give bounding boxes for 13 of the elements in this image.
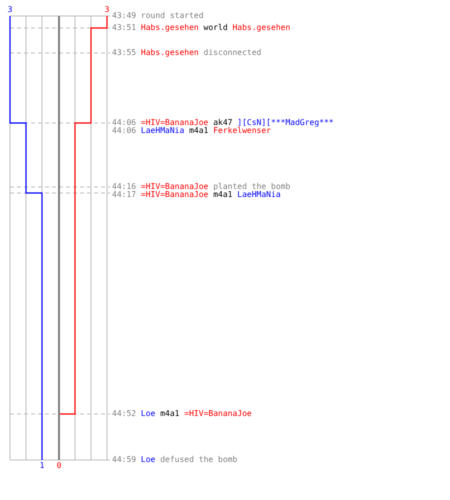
- log-entry: 43:55 Habs.gesehen disconnected: [112, 49, 262, 57]
- log-entry: 44:52 Loe m4a1 =HIV=BananaJoe: [112, 410, 252, 418]
- player-count-label: 0: [56, 462, 62, 470]
- log-entry: 43:51 Habs.gesehen world Habs.gesehen: [112, 24, 290, 32]
- player-count-label: 3: [8, 6, 12, 14]
- log-entry: 44:06 LaeHMaNia m4a1 Ferkelwenser: [112, 127, 271, 135]
- log-entry: 43:49 round started: [112, 12, 204, 20]
- log-entry: 44:59 Loe defused the bomb: [112, 456, 238, 464]
- log-entry: 44:17 =HIV=BananaJoe m4a1 LaeHMaNia: [112, 191, 281, 199]
- player-count-label: 3: [104, 6, 110, 14]
- player-count-label: 1: [40, 462, 44, 470]
- log-entry: 44:06 =HIV=BananaJoe ak47 ][CsN][***MadGreg***: [112, 119, 334, 127]
- log-entry: 44:16 =HIV=BananaJoe planted the bomb: [112, 183, 290, 191]
